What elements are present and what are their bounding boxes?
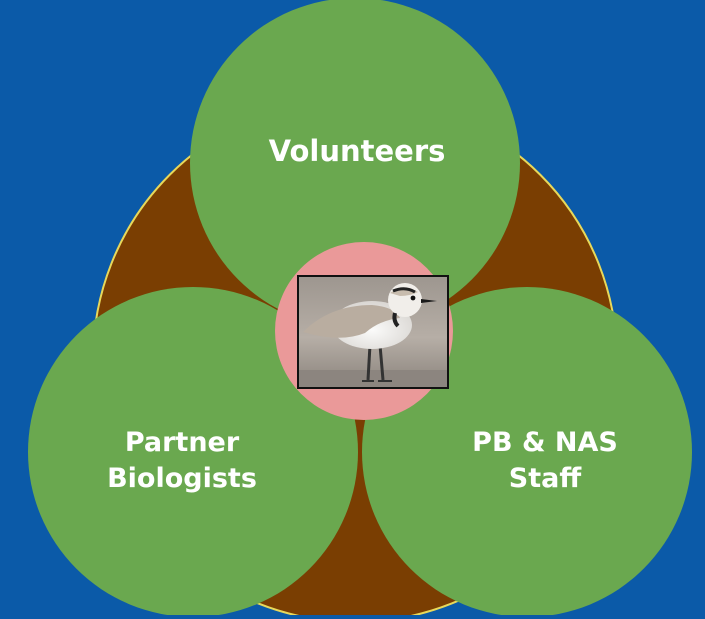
pb-nas-staff-label-line2: Staff: [509, 463, 583, 494]
snowy-plover-photo: [297, 275, 449, 389]
pb-nas-staff-label-line1: PB & NAS: [472, 427, 618, 458]
partner-biologists-label-line2: Biologists: [107, 463, 257, 494]
partner-biologists-circle: [28, 287, 358, 617]
volunteers-label: Volunteers: [269, 134, 446, 168]
volunteers-circle: [190, 0, 520, 328]
partner-biologists-label-line1: Partner: [125, 427, 240, 458]
